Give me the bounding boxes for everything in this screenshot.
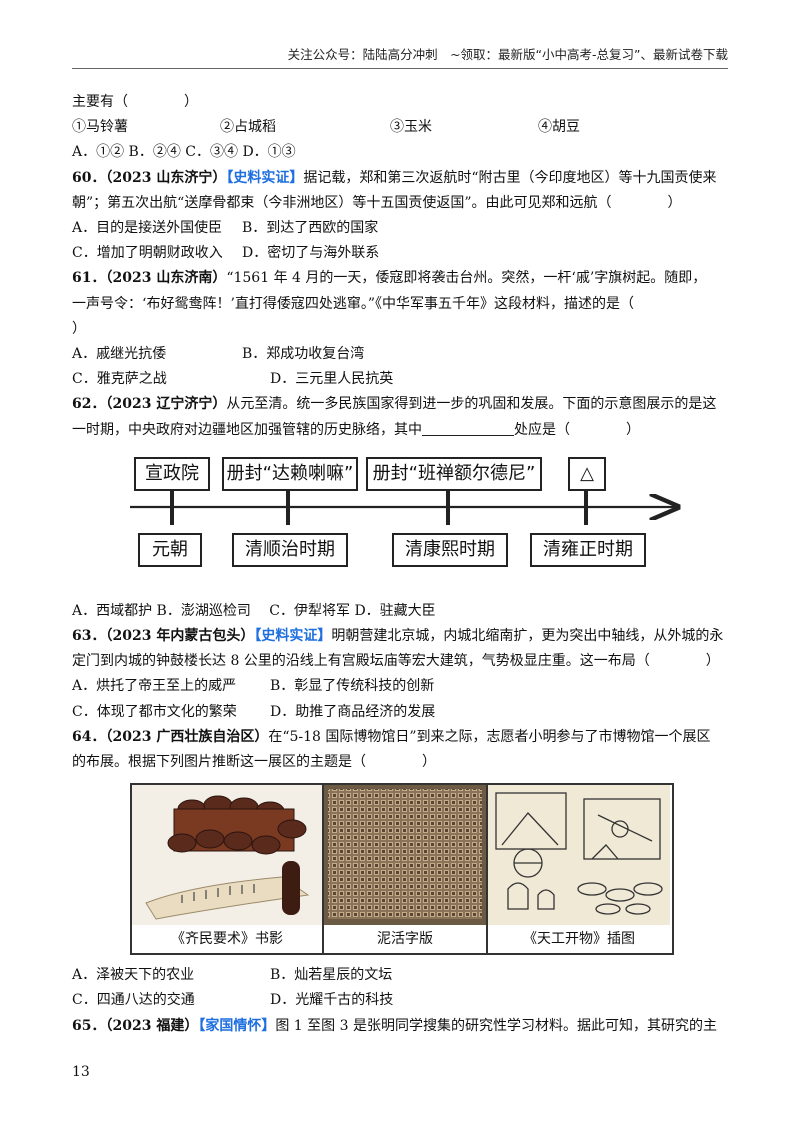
q64-option-c: C．四通八达的交通 [72, 992, 195, 1009]
q64-option-b: B．灿若星辰的文坛 [270, 967, 393, 984]
q64-options-row1: A．泽被天下的农业 B．灿若星辰的文坛 [72, 963, 728, 988]
q60-option-c: C．增加了明朝财政收入 [72, 245, 223, 262]
q63-option-a: A．烘托了帝王至上的威严 [72, 678, 237, 695]
tl-bottom-1: 元朝 [138, 532, 202, 567]
q59-choices: A．①② B．②④ C．③④ D．①③ [72, 144, 296, 161]
q60-option-b: B．到达了西欧的国家 [242, 220, 379, 237]
tl-top-2: 册封“达赖喇嘛” [222, 456, 358, 491]
header-divider [72, 68, 728, 69]
document-body: 主要有（ ） ①马铃薯 ②占城稻 ③玉米 ④胡豆 A．①② B．②④ C．③④ … [72, 90, 728, 1039]
q61-number: 61．（2023 山东济南） [72, 270, 227, 287]
q60-number: 60．（2023 山东济宁） [72, 169, 227, 186]
q61-stem-line2: 一声号令：‘布好鸳鸯阵！’直打得倭寇四处逃窜。”《中华军事五千年》这段材料，描述… [72, 295, 635, 312]
tl-top-4-triangle: △ [568, 456, 606, 491]
q63-number: 63．（2023 年内蒙古包头） [72, 628, 255, 645]
caption-3: 《天工开物》插图 [488, 925, 670, 954]
q59-item-1: ①马铃薯 [72, 119, 128, 136]
timeline-arrows [130, 490, 728, 525]
q64-option-a: A．泽被天下的农业 [72, 967, 195, 984]
q61-option-d: D．三元里人民抗英 [270, 371, 394, 388]
page-number: 13 [72, 1064, 90, 1080]
tl-bottom-4: 清雍正时期 [530, 532, 646, 567]
q65-tag: 【家国情怀】 [198, 1017, 276, 1034]
q63-stem-line1: 63．（2023 年内蒙古包头）【史料实证】明朝营建北京城，内城北缩南扩，更为突… [72, 628, 724, 645]
q62-number: 62．（2023 辽宁济宁） [72, 396, 227, 413]
q61-options-row2: C．雅克萨之战 D．三元里人民抗英 [72, 367, 728, 392]
q65-stem-line1: 65．（2023 福建）【家国情怀】图 1 至图 3 是张明同学搜集的研究性学习… [72, 1017, 717, 1034]
q61-option-b: B．郑成功收复台湾 [242, 346, 365, 363]
q63-option-b: B．彰显了传统科技的创新 [270, 678, 435, 695]
q63-stem-line2: 定门到内城的钟鼓楼长达 8 公里的沿线上有宫殿坛庙等宏大建筑，气势极显庄重。这一… [72, 653, 720, 670]
tl-bottom-3: 清康熙时期 [392, 532, 508, 567]
q64-number: 64．（2023 广西壮族自治区） [72, 728, 269, 745]
figure-clay-type: 泥活字版 [324, 785, 488, 954]
q59-items: ①马铃薯 ②占城稻 ③玉米 ④胡豆 [72, 115, 728, 140]
q60-option-a: A．目的是接送外国使臣 [72, 220, 223, 237]
q60-tag: 【史料实证】 [226, 169, 304, 186]
clay-type-image [324, 785, 486, 926]
q61-option-c: C．雅克萨之战 [72, 371, 167, 388]
q63-option-c: C．体现了都市文化的繁荣 [72, 703, 237, 720]
caption-2: 泥活字版 [324, 925, 486, 954]
woodcut-illustration [488, 785, 670, 926]
q64-options-row2: C．四通八达的交通 D．光耀千古的科技 [72, 988, 728, 1013]
q65-number: 65．（2023 福建） [72, 1017, 199, 1034]
q60-stem-line2: 朝”；第五次出航“送摩骨都束（今非洲地区）等十五国贡使返国”。由此可见郑和远航（… [72, 194, 682, 211]
caption-1: 《齐民要术》书影 [132, 925, 322, 954]
q64-figure-panel: 《齐民要术》书影 泥活字版 [130, 783, 674, 956]
q59-stem-tail: 主要有（ ） [72, 94, 198, 110]
tl-top-3: 册封“班禅额尔德尼” [366, 456, 542, 491]
q62-stem-line2: 一时期，中央政府对边疆地区加强管辖的历史脉络，其中处应是（ ） [72, 421, 640, 438]
q59-item-3: ③玉米 [390, 119, 432, 136]
q62-stem-line1: 62．（2023 辽宁济宁）从元至清。统一多民族国家得到进一步的巩固和发展。下面… [72, 396, 717, 413]
q61-option-a: A．戚继光抗倭 [72, 346, 167, 363]
q59-item-4: ④胡豆 [538, 119, 580, 136]
q63-options-row2: C．体现了都市文化的繁荣 D．助推了商品经济的发展 [72, 700, 728, 725]
q62-choices: A．西域都护 B．澎湖巡检司 C．伊犁将军 D．驻藏大臣 [72, 602, 436, 619]
answer-blank [422, 421, 514, 436]
q59-item-2: ②占城稻 [220, 119, 276, 136]
tl-bottom-2: 清顺治时期 [232, 532, 348, 567]
q62-timeline-diagram: 宣政院 册封“达赖喇嘛” 册封“班禅额尔德尼” △ 元朝 清顺治时期 清康熙时期… [72, 451, 728, 591]
q60-stem-line1: 60．（2023 山东济宁）【史料实证】据记载，郑和第三次返航时“附古里（今印度… [72, 169, 717, 186]
tl-top-1: 宣政院 [134, 456, 210, 491]
q61-stem-line1: 61．（2023 山东济南）“1561 年 4 月的一天，倭寇即将袭击台州。突然… [72, 270, 707, 287]
figure-tiangong-kaiwu: 《天工开物》插图 [488, 785, 670, 954]
bamboo-scroll-image [132, 785, 322, 926]
q64-stem-line2: 的布展。根据下列图片推断这一展区的主题是（ ） [72, 754, 436, 771]
q60-option-d: D．密切了与海外联系 [242, 245, 380, 262]
q63-option-d: D．助推了商品经济的发展 [270, 703, 436, 720]
q63-options-row1: A．烘托了帝王至上的威严 B．彰显了传统科技的创新 [72, 674, 728, 699]
figure-qimin-yaoshu: 《齐民要术》书影 [132, 785, 324, 954]
q64-stem-line1: 64．（2023 广西壮族自治区）在“5-18 国际博物馆日”到来之际，志愿者小… [72, 728, 711, 745]
page-header: 关注公众号：陆陆高分冲刺 ~领取：最新版“小中高考-总复习”、最新试卷下载 [287, 47, 728, 62]
q63-tag: 【史料实证】 [254, 628, 332, 645]
q60-options-row2: C．增加了明朝财政收入 D．密切了与海外联系 [72, 241, 728, 266]
q61-stem-line3: ） [72, 320, 86, 337]
q61-options-row1: A．戚继光抗倭 B．郑成功收复台湾 [72, 342, 728, 367]
q60-options-row1: A．目的是接送外国使臣 B．到达了西欧的国家 [72, 216, 728, 241]
q64-option-d: D．光耀千古的科技 [270, 992, 394, 1009]
